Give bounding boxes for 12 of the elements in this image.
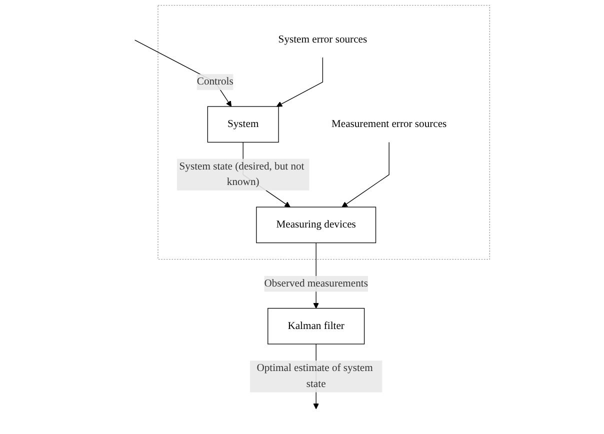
node-text: Measurement error sources [331,118,447,130]
edge-label: Controls [196,76,234,88]
node-box: Kalman filter [268,308,365,344]
edge-label: System state (desired, but not known) [179,160,304,188]
edge-label: Observed measurements [264,278,368,290]
cluster [158,4,490,260]
node-text: System error sources [278,34,368,45]
edge-label: Optimal estimate of system state [256,362,373,390]
node-box: Measuring devices [256,206,376,244]
node-box: System [207,106,279,143]
arrow [342,142,390,208]
arrow [276,57,324,107]
